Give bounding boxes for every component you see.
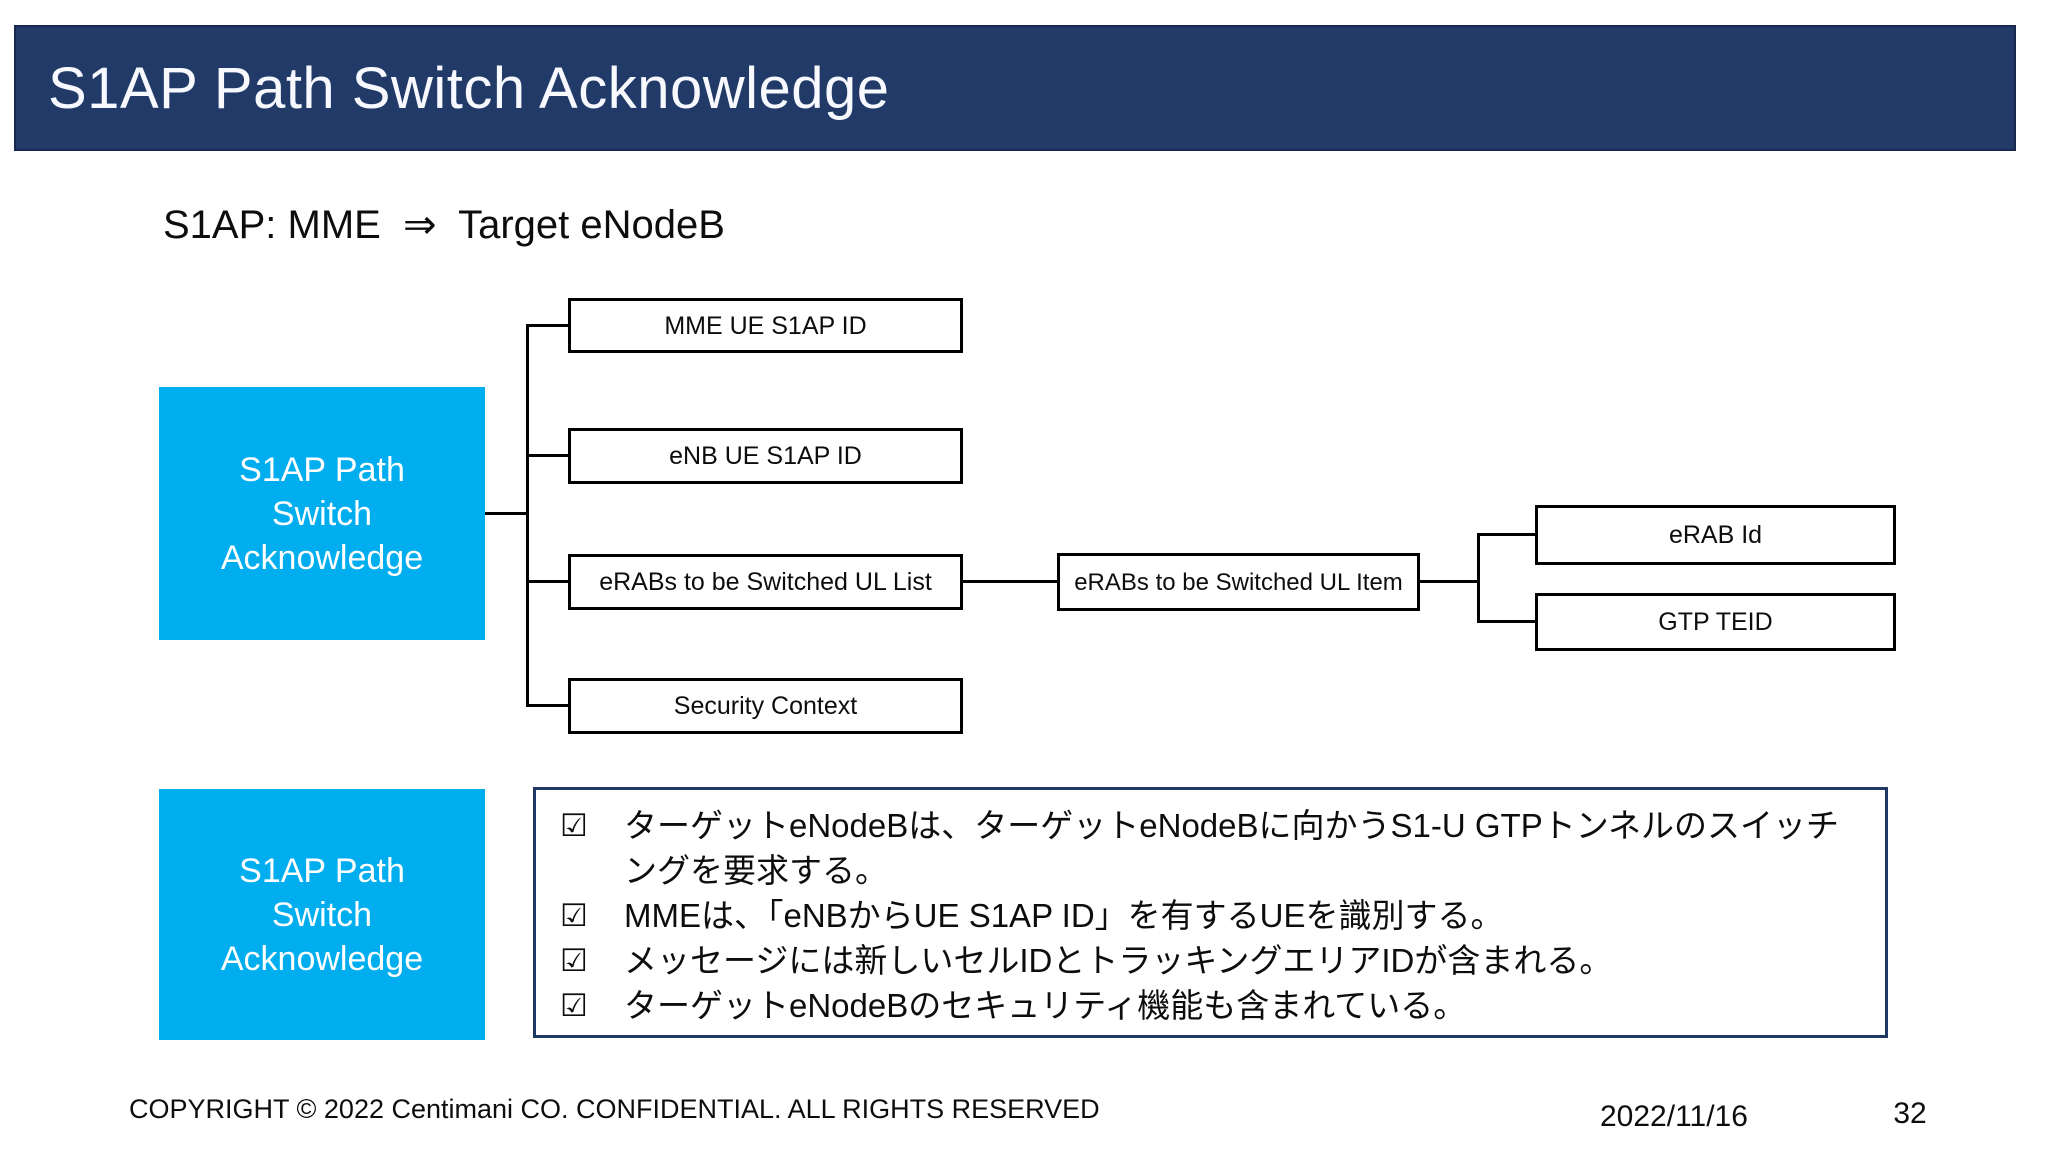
connector-line — [526, 704, 568, 707]
node-security-context: Security Context — [568, 678, 963, 734]
note-text: ターゲットeNodeBのセキュリティ機能も含まれている。 — [624, 987, 1467, 1024]
connector-line — [526, 324, 529, 707]
connector-line — [485, 512, 528, 515]
note-text: MMEは、「eNBからUE S1AP ID」を有するUEを識別する。 — [624, 897, 1504, 934]
node-label: GTP TEID — [1658, 608, 1773, 636]
node-enb-ue-s1ap-id: eNB UE S1AP ID — [568, 428, 963, 484]
node-label: MME UE S1AP ID — [664, 311, 867, 340]
node-label: eRABs to be Switched UL Item — [1074, 568, 1403, 596]
note-item: ☑ メッセージには新しいセルIDとトラッキングエリアIDが含まれる。 — [560, 938, 1867, 983]
connector-line — [526, 580, 568, 583]
note-item: ☑ MMEは、「eNBからUE S1AP ID」を有するUEを識別する。 — [560, 893, 1867, 938]
page-title: S1AP Path Switch Acknowledge — [48, 55, 890, 121]
connector-line — [1477, 533, 1535, 536]
node-mme-ue-s1ap-id: MME UE S1AP ID — [568, 298, 963, 353]
node-label: eRABs to be Switched UL List — [599, 568, 932, 596]
note-text: メッセージには新しいセルIDとトラッキングエリアIDが含まれる。 — [624, 942, 1613, 979]
connector-line — [1477, 620, 1535, 623]
root-node-s1ap-path-switch-acknowledge: S1AP Path Switch Acknowledge — [159, 387, 485, 640]
note-item: ☑ ターゲットeNodeBは、ターゲットeNodeBに向かうS1-U GTPトン… — [560, 803, 1867, 893]
footer-date: 2022/11/16 — [1600, 1100, 1748, 1133]
notes-label: S1AP Path Switch Acknowledge — [220, 851, 424, 978]
node-erabs-to-be-switched-ul-list: eRABs to be Switched UL List — [568, 554, 963, 610]
title-bar: S1AP Path Switch Acknowledge — [14, 25, 2016, 151]
node-label: eRAB Id — [1668, 521, 1763, 549]
checked-checkbox-icon: ☑ — [560, 898, 588, 933]
subtitle: S1AP: MME ⇒ Target eNodeB — [163, 203, 725, 247]
connector-line — [526, 454, 568, 457]
checked-checkbox-icon: ☑ — [560, 943, 588, 978]
connector-line — [1420, 580, 1477, 583]
checked-checkbox-icon: ☑ — [560, 808, 588, 843]
footer-copyright: COPYRIGHT © 2022 Centimani CO. CONFIDENT… — [129, 1094, 1100, 1124]
note-item: ☑ ターゲットeNodeBのセキュリティ機能も含まれている。 — [560, 983, 1867, 1028]
connector-line — [526, 324, 568, 327]
notes-box: ☑ ターゲットeNodeBは、ターゲットeNodeBに向かうS1-U GTPトン… — [533, 787, 1888, 1038]
footer-page-number: 32 — [1893, 1097, 1927, 1130]
node-erabs-to-be-switched-ul-item: eRABs to be Switched UL Item — [1057, 553, 1420, 611]
notes-label-box: S1AP Path Switch Acknowledge — [159, 789, 485, 1040]
root-node-label: S1AP Path Switch Acknowledge — [220, 450, 424, 577]
connector-line — [1477, 533, 1480, 623]
connector-line — [963, 580, 1057, 583]
node-gtp-teid: GTP TEID — [1535, 593, 1896, 651]
node-label: eNB UE S1AP ID — [669, 442, 862, 470]
node-erab-id: eRAB Id — [1535, 505, 1896, 565]
note-text: ターゲットeNodeBは、ターゲットeNodeBに向かうS1-U GTPトンネル… — [624, 807, 1840, 889]
node-label: Security Context — [673, 692, 858, 720]
checked-checkbox-icon: ☑ — [560, 988, 588, 1023]
